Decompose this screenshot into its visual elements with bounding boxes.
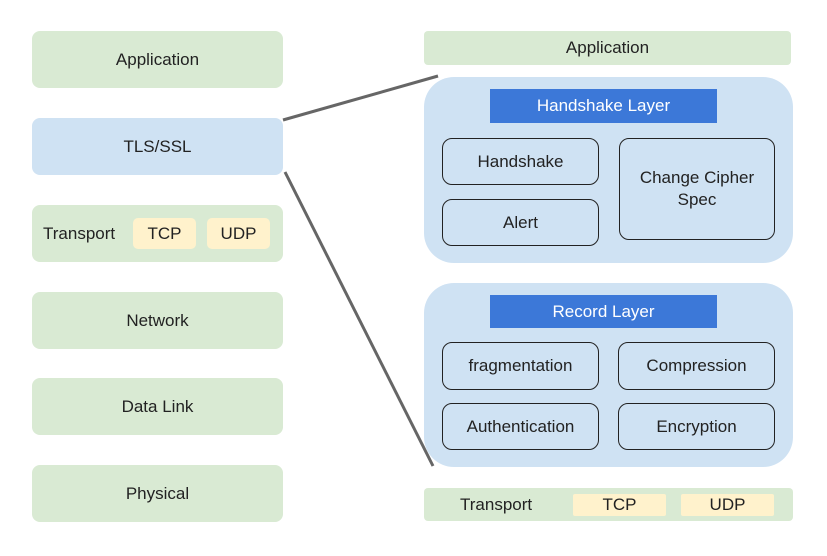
change-cipher-spec-box: Change Cipher Spec (619, 138, 775, 240)
left-transport-layer: Transport TCP UDP (32, 205, 283, 262)
left-network-layer: Network (32, 292, 283, 349)
handshake-box: Handshake (442, 138, 599, 185)
compression-box: Compression (618, 342, 775, 390)
right-tcp-tag: TCP (573, 494, 666, 516)
left-udp-tag: UDP (207, 218, 270, 249)
handshake-layer-title: Handshake Layer (490, 89, 717, 123)
encryption-box: Encryption (618, 403, 775, 450)
connector-line-top (282, 74, 439, 122)
right-transport-label: Transport (460, 494, 533, 514)
left-data-link-layer: Data Link (32, 378, 283, 435)
left-physical-layer: Physical (32, 465, 283, 522)
left-tcp-tag: TCP (133, 218, 196, 249)
right-transport-layer: Transport TCP UDP (424, 488, 793, 521)
right-application-layer: Application (424, 31, 791, 65)
left-transport-label: Transport (43, 223, 116, 243)
handshake-layer-panel: Handshake Layer Handshake Alert Change C… (424, 77, 793, 263)
authentication-box: Authentication (442, 403, 599, 450)
record-layer-panel: Record Layer fragmentation Compression A… (424, 283, 793, 467)
left-application-layer: Application (32, 31, 283, 88)
connector-line-bottom (283, 171, 435, 467)
right-udp-tag: UDP (681, 494, 774, 516)
fragmentation-box: fragmentation (442, 342, 599, 390)
alert-box: Alert (442, 199, 599, 246)
record-layer-title: Record Layer (490, 295, 717, 328)
left-tls-ssl-layer: TLS/SSL (32, 118, 283, 175)
